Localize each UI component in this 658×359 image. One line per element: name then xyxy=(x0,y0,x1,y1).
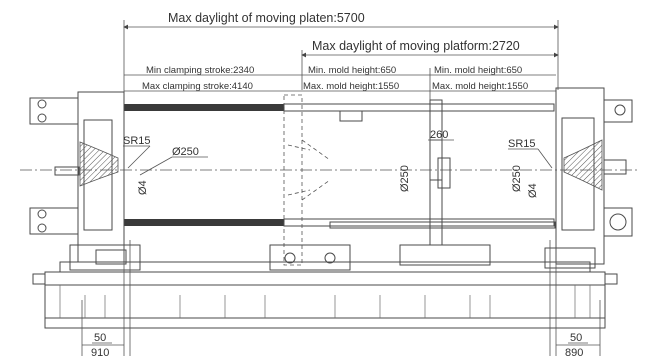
right-rear-platen xyxy=(544,87,633,269)
label-width-260: 260 xyxy=(430,129,448,141)
label-min-clamping-stroke: Min clamping stroke:2340 xyxy=(146,65,254,76)
label-max-daylight-platform: Max daylight of moving platform:2720 xyxy=(312,39,520,53)
label-dia-4-right: Ø4 xyxy=(527,183,539,198)
label-max-clamping-stroke: Max clamping stroke:4140 xyxy=(142,81,253,92)
left-rear-platen xyxy=(29,91,141,271)
label-right-50: 50 xyxy=(570,332,582,344)
label-min-mold-height-left: Min. mold height:650 xyxy=(308,65,396,76)
label-sr-left: SR15 xyxy=(123,135,151,147)
label-right-890: 890 xyxy=(565,347,583,359)
moving-platen xyxy=(269,94,351,271)
label-max-mold-height-left: Max. mold height:1550 xyxy=(303,81,399,92)
label-dia-250-left: Ø250 xyxy=(172,146,199,158)
tie-bars xyxy=(124,103,556,229)
label-dia-250-right: Ø250 xyxy=(511,165,523,192)
label-max-mold-height-right: Max. mold height:1550 xyxy=(432,81,528,92)
fixed-platen xyxy=(399,99,491,266)
label-sr-right: SR15 xyxy=(508,138,536,150)
dimension-lines xyxy=(123,20,559,110)
label-min-mold-height-right: Min. mold height:650 xyxy=(434,65,522,76)
label-dia-250-center: Ø250 xyxy=(399,165,411,192)
label-max-daylight-platen: Max daylight of moving platen:5700 xyxy=(168,11,365,25)
label-dia-4-left: Ø4 xyxy=(137,180,149,195)
lower-extension-lines xyxy=(81,240,601,356)
label-left-910: 910 xyxy=(91,347,109,359)
label-left-50: 50 xyxy=(94,332,106,344)
machine-base xyxy=(32,261,618,329)
